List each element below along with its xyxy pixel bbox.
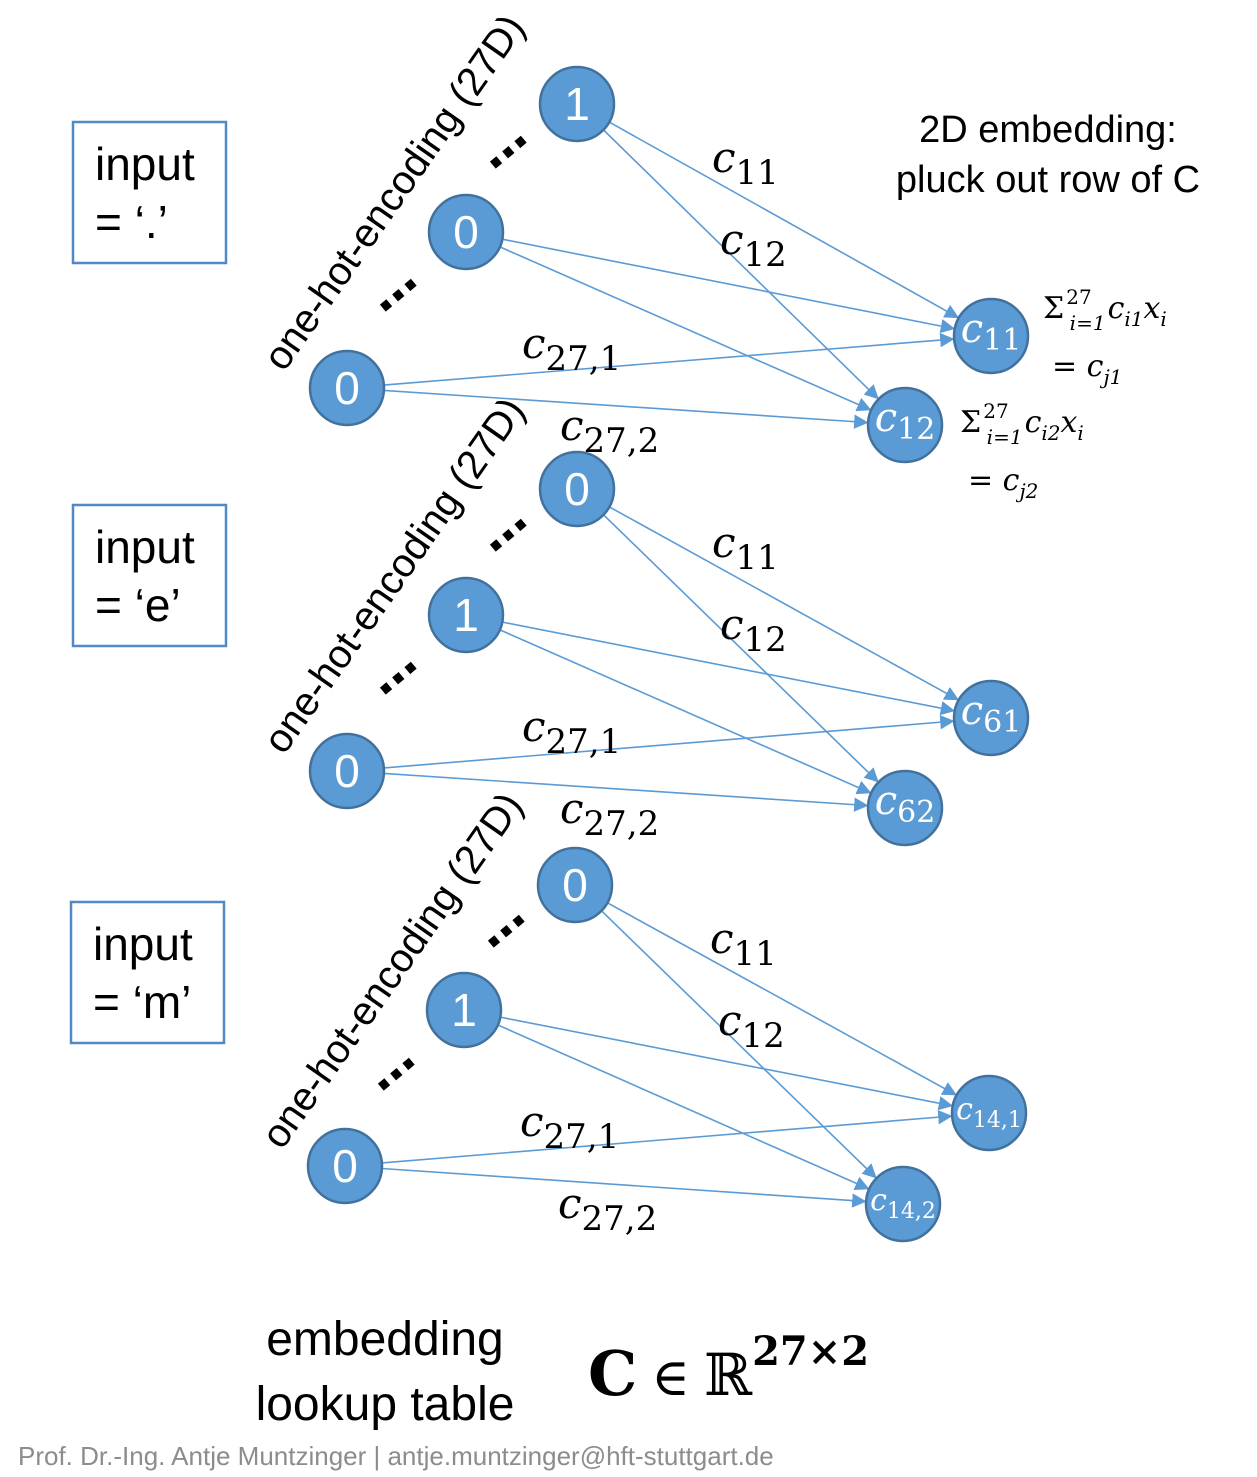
weight-label-c27-1: c27,1 (520, 1097, 619, 1157)
sigma-symbol: Σ (960, 405, 981, 440)
edge-arrow (497, 1024, 870, 1190)
edge-arrow (502, 621, 956, 716)
group-2: input= ‘e’one-hot-encoding (27D)⋯⋯010c61… (71, 390, 1030, 847)
input-node-value: 0 (332, 1140, 358, 1192)
input-box (71, 503, 228, 648)
edge-arrow (383, 332, 955, 386)
ellipsis-dots: ⋯ (364, 643, 435, 714)
input-box (71, 120, 228, 265)
input-node (308, 732, 386, 810)
edges (381, 902, 957, 1208)
edges (383, 121, 960, 429)
output-node-label: c14,1 (956, 1092, 1022, 1133)
weight-label-c12: c12 (718, 996, 785, 1056)
input-node (425, 971, 503, 1049)
group-3: input= ‘m’one-hot-encoding (27D)⋯⋯010c14… (69, 785, 1028, 1243)
output-node (866, 769, 944, 847)
edge-arrow (383, 772, 869, 812)
output-node (950, 1074, 1028, 1152)
svg-text:= cj2: = cj2 (968, 463, 1038, 503)
input-box (69, 900, 226, 1045)
lookup-formula: C∈ℝ27×2 (588, 1328, 869, 1410)
edge-arrow (608, 506, 960, 701)
input-node (427, 576, 505, 654)
input-node-value: 1 (564, 78, 590, 130)
output-node-label: c11 (961, 306, 1022, 358)
weight-label-c27-1: c27,1 (522, 319, 621, 379)
edge-arrow (602, 514, 879, 783)
output-node-label: c14,2 (870, 1183, 936, 1224)
ellipsis-dots: ⋯ (474, 117, 545, 188)
input-node-value: 0 (564, 463, 590, 515)
output-node (952, 679, 1030, 757)
output-node (952, 297, 1030, 375)
output-node (866, 386, 944, 464)
weight-label-c27-2: c27,2 (560, 784, 659, 844)
edge-arrow (383, 389, 869, 429)
input-value: = ‘e’ (95, 579, 181, 631)
input-node (308, 349, 386, 427)
weight-label-c27-2: c27,2 (560, 401, 659, 461)
input-node-value: 0 (453, 206, 479, 258)
input-node (536, 846, 614, 924)
input-value: = ‘m’ (93, 976, 191, 1028)
weight-label-c11: c11 (710, 914, 777, 974)
ellipsis-dots: ⋯ (474, 500, 545, 571)
edge-arrow (502, 238, 956, 334)
input-value: = ‘.’ (95, 196, 168, 248)
weight-label-c27-2: c27,2 (558, 1179, 657, 1239)
lookup-label-line2: lookup table (256, 1378, 515, 1431)
svg-text:= cj1: = cj1 (1052, 349, 1122, 389)
output-node-label: c61 (961, 688, 1022, 740)
input-node-value: 1 (451, 984, 477, 1036)
ellipsis-dots: ⋯ (362, 1039, 433, 1110)
input-label: input (95, 521, 195, 573)
output-node (864, 1165, 942, 1243)
input-node (538, 65, 616, 143)
input-node (538, 450, 616, 528)
edge-arrow (381, 1167, 867, 1208)
input-node-value: 0 (334, 745, 360, 797)
edge-arrow (500, 1016, 954, 1111)
embedding-title-line2: pluck out row of C (896, 159, 1200, 201)
input-node (427, 193, 505, 271)
edge-arrow (600, 910, 877, 1179)
input-label: input (95, 138, 195, 190)
input-node-value: 0 (562, 859, 588, 911)
lookup-label-line1: embedding (266, 1313, 504, 1366)
input-node-value: 1 (453, 589, 479, 641)
edge-arrow (499, 246, 872, 412)
edge-arrow (608, 121, 960, 319)
input-label: input (93, 918, 193, 970)
edge-arrow (602, 129, 879, 400)
weight-label-c11: c11 (712, 518, 779, 578)
weight-label-c27-1: c27,1 (522, 702, 621, 762)
weight-label-c12: c12 (720, 215, 787, 275)
weight-label-c11: c11 (712, 133, 779, 193)
input-node-value: 0 (334, 362, 360, 414)
edge-arrow (607, 902, 957, 1096)
embedding-title-line1: 2D embedding: (919, 109, 1177, 151)
ellipsis-dots: ⋯ (364, 260, 435, 331)
output-node-label: c62 (875, 778, 936, 830)
edge-arrow (383, 715, 955, 769)
output-node-label: c12 (875, 395, 936, 447)
sigma-symbol: Σ (1043, 291, 1064, 326)
footer-credit: Prof. Dr.-Ing. Antje Muntzinger | antje.… (18, 1441, 774, 1471)
network-groups: input= ‘.’one-hot-encoding (27D)⋯⋯100c11… (69, 7, 1030, 1243)
edge-arrow (381, 1110, 953, 1164)
ellipsis-dots: ⋯ (472, 896, 543, 967)
edge-arrow (499, 629, 872, 795)
group-1: input= ‘.’one-hot-encoding (27D)⋯⋯100c11… (71, 7, 1030, 464)
edges (383, 506, 960, 812)
weight-label-c12: c12 (720, 600, 787, 660)
input-node (306, 1127, 384, 1205)
